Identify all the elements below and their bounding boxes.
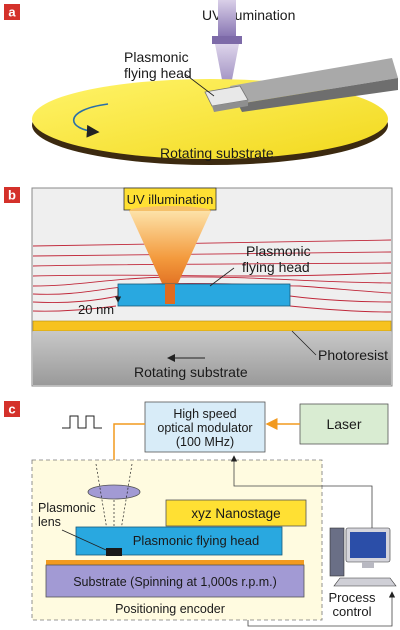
lens-label-2: lens — [38, 515, 61, 529]
modulator-box — [144, 401, 266, 453]
panel-a-head-leader — [184, 73, 215, 97]
control-line — [230, 455, 373, 540]
panel-c-photoresist — [46, 560, 304, 565]
panel-a-head-label-1: Plasmonic — [124, 49, 189, 65]
panel-b-photoresist-leader — [291, 330, 317, 356]
panel-a-uv-label: UV illumination — [202, 7, 295, 23]
uv-beam — [212, 0, 242, 90]
square-pulse-icon — [62, 415, 102, 429]
encoder-label: Positioning encoder — [115, 602, 225, 616]
flying-head-label: Plasmonic flying head — [133, 533, 259, 548]
substrate-label: Substrate (Spinning at 1,000s r.p.m.) — [73, 575, 277, 589]
panel-b-badge — [4, 187, 20, 203]
panel-a-badge-label: a — [8, 5, 16, 20]
laser-box — [299, 403, 389, 445]
panel-b-badge-label: b — [8, 188, 16, 203]
panel-b-substrate — [33, 331, 391, 385]
panel-b: b UV illumination Plasmonic flying head — [4, 187, 393, 387]
panel-a-head-label-2: flying head — [124, 65, 192, 81]
encoder-line — [247, 591, 396, 627]
computer-icon — [329, 527, 397, 587]
modulator-label-2: optical modulator — [157, 421, 252, 435]
panel-b-head-label-2: flying head — [242, 259, 310, 275]
process-label-2: control — [332, 604, 371, 619]
panel-b-photoresist — [32, 320, 392, 332]
panel-c-badge — [4, 401, 20, 417]
lens-label-1: Plasmonic — [38, 501, 96, 515]
panel-b-flying-head — [117, 283, 291, 307]
panel-b-aperture — [165, 284, 175, 304]
nanostage-label: xyz Nanostage — [191, 506, 280, 521]
substrate-box — [45, 564, 305, 598]
modulator-label-1: High speed — [173, 407, 236, 421]
nanostage-box — [165, 499, 307, 527]
plasmonic-lens-element — [106, 548, 122, 556]
panel-b-gap-label: 20 nm — [78, 302, 114, 317]
panel-b-uv-label: UV illumination — [127, 192, 214, 207]
lens-leader — [61, 529, 107, 551]
panel-b-photoresist-label: Photoresist — [318, 347, 388, 363]
lens — [87, 484, 141, 500]
flying-head-assembly — [204, 58, 398, 112]
laser-label: Laser — [326, 416, 361, 432]
panel-b-head-label-1: Plasmonic — [246, 243, 311, 259]
panel-a-badge — [4, 4, 20, 20]
panel-c: c High speed optical modulator (100 MHz)… — [4, 401, 397, 627]
modulator-label-3: (100 MHz) — [176, 435, 234, 449]
panel-b-substrate-label: Rotating substrate — [134, 364, 248, 380]
process-label-1: Process — [329, 590, 376, 605]
panel-a: a UV illumination Plasmonic flying head … — [4, 0, 398, 165]
panel-a-substrate-label: Rotating substrate — [160, 145, 274, 161]
panel-b-head-leader — [209, 267, 235, 287]
panel-c-badge-label: c — [8, 402, 15, 417]
rotation-arrow-icon — [72, 103, 109, 138]
